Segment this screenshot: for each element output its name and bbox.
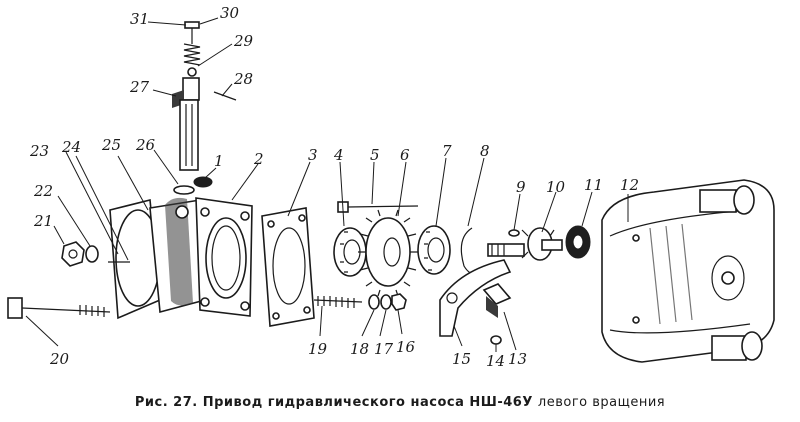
ball-14 [490, 335, 502, 345]
label-16: 16 [396, 338, 416, 356]
label-19: 19 [308, 340, 328, 358]
label-7: 7 [442, 142, 452, 160]
label-8: 8 [480, 142, 490, 160]
caption-bold: Рис. 27. Привод гидравлического насоса Н… [134, 395, 533, 410]
nut-16 [391, 293, 407, 311]
screw-31 [184, 21, 200, 44]
plug-1 [193, 176, 213, 188]
label-17: 17 [374, 340, 394, 358]
label-9: 9 [516, 178, 526, 196]
caption-rest: левого вращения [537, 395, 666, 410]
lever-27 [172, 77, 200, 171]
label-27: 27 [129, 78, 150, 96]
key-9 [508, 229, 520, 237]
label-31: 31 [130, 10, 149, 28]
label-14: 14 [486, 352, 505, 370]
snap-ring-8 [460, 227, 479, 275]
label-11: 11 [584, 176, 603, 194]
label-26: 26 [135, 136, 156, 154]
label-2: 2 [253, 150, 264, 168]
housing-2 [109, 197, 253, 320]
washer-17 [380, 294, 392, 310]
figure-caption: Рис. 27. Привод гидравлического насоса Н… [0, 395, 800, 410]
stud-19 [313, 296, 363, 308]
label-4: 4 [333, 146, 344, 164]
nut-21 [61, 241, 85, 267]
label-25: 25 [101, 136, 121, 154]
label-13: 13 [508, 350, 527, 368]
label-21: 21 [33, 212, 53, 230]
coupling-10 [521, 227, 563, 261]
gasket-3 [261, 207, 315, 327]
spring-30 [183, 43, 201, 66]
shaft-9 [487, 243, 525, 257]
label-1: 1 [214, 152, 224, 170]
washer-26 [173, 185, 195, 195]
part-labels: 31 30 29 28 27 26 1 2 23 24 25 22 21 20 … [29, 4, 639, 370]
bolt-20 [7, 297, 111, 319]
label-5: 5 [370, 146, 380, 164]
label-20: 20 [49, 350, 70, 368]
gear-6 [358, 209, 418, 297]
label-28: 28 [233, 70, 253, 88]
label-24: 24 [61, 138, 81, 156]
coupling-11 [565, 225, 591, 259]
label-18: 18 [350, 340, 369, 358]
label-10: 10 [546, 178, 566, 196]
ball-29 [187, 67, 197, 77]
label-12: 12 [620, 176, 639, 194]
fork-15 [439, 259, 512, 337]
washer-18 [368, 294, 380, 310]
label-15: 15 [452, 350, 471, 368]
washer-21 [85, 245, 99, 263]
leader-lines [25, 17, 629, 352]
pump-12 [601, 179, 775, 363]
label-22: 22 [33, 182, 53, 200]
bearing-7 [417, 225, 451, 275]
pin-28 [213, 91, 237, 101]
label-30: 30 [220, 4, 240, 22]
label-29: 29 [233, 32, 254, 50]
block-13 [482, 283, 512, 318]
label-3: 3 [308, 146, 318, 164]
label-6: 6 [400, 146, 410, 164]
label-23: 23 [29, 142, 49, 160]
